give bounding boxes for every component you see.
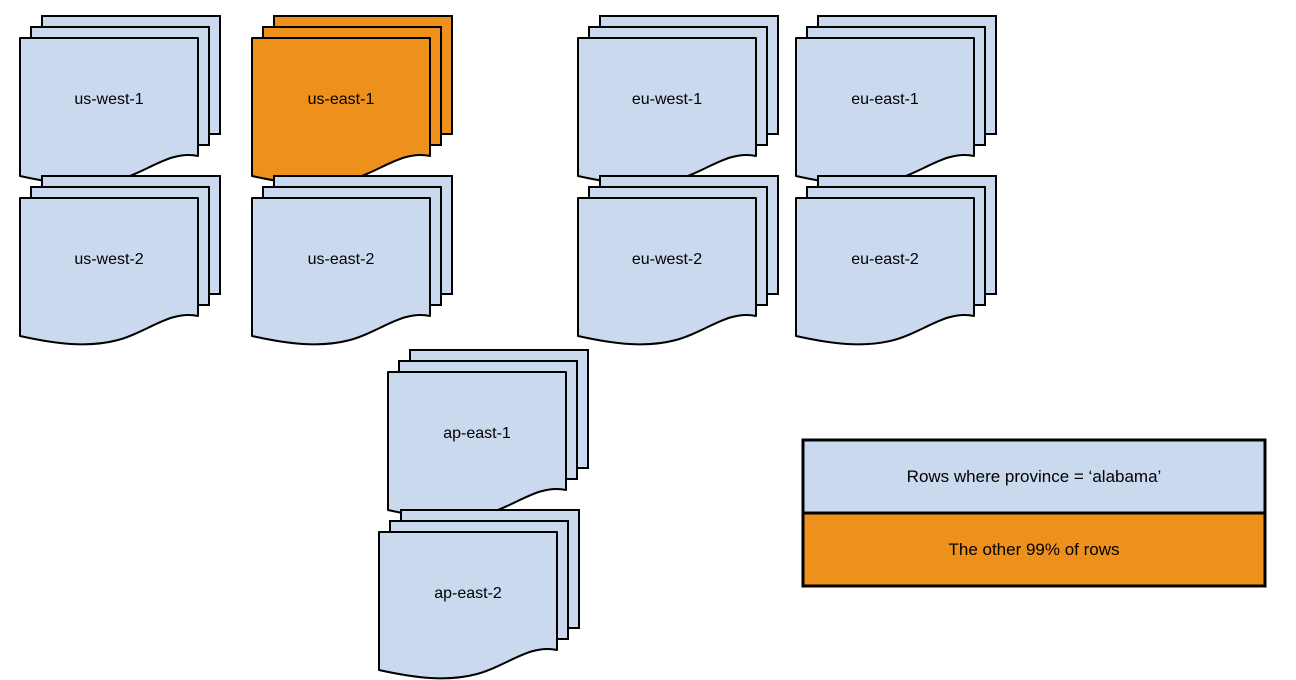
region-stack-us-east-1[interactable]: us-east-1 [251, 15, 453, 186]
region-stack-us-west-2[interactable]: us-west-2 [19, 175, 221, 346]
region-stack-us-east-2[interactable]: us-east-2 [251, 175, 453, 346]
legend-swatch [801, 438, 1267, 515]
stack-front-sheet [795, 37, 975, 186]
region-stack-eu-west-2[interactable]: eu-west-2 [577, 175, 779, 346]
region-stack-label: us-west-2 [74, 251, 143, 268]
legend-swatch [801, 511, 1267, 588]
region-stack-label: ap-east-2 [434, 585, 502, 602]
region-stack-us-west-1[interactable]: us-west-1 [19, 15, 221, 186]
region-stack-label: eu-east-2 [851, 251, 919, 268]
stack-front-sheet [251, 197, 431, 346]
region-stack-ap-east-1[interactable]: ap-east-1 [387, 349, 589, 520]
region-stack-label: ap-east-1 [443, 425, 511, 442]
region-stack-label: eu-east-1 [851, 91, 919, 108]
stack-front-sheet [577, 197, 757, 346]
legend-label: The other 99% of rows [948, 540, 1119, 559]
region-stacks-group: us-west-1 us-east-1 eu-west-1 eu-east-1 us-w… [19, 15, 997, 680]
stack-front-sheet [577, 37, 757, 186]
region-stack-eu-west-1[interactable]: eu-west-1 [577, 15, 779, 186]
legend-row-blue[interactable]: Rows where province = ‘alabama’ [801, 438, 1267, 515]
stack-front-sheet [795, 197, 975, 346]
stack-front-sheet [378, 531, 558, 680]
stack-front-sheet [251, 37, 431, 186]
legend-label: Rows where province = ‘alabama’ [907, 467, 1162, 486]
region-stack-eu-east-1[interactable]: eu-east-1 [795, 15, 997, 186]
region-stack-label: eu-west-1 [632, 91, 702, 108]
stack-front-sheet [19, 197, 199, 346]
region-stack-label: us-east-2 [308, 251, 375, 268]
region-stack-label: us-east-1 [308, 91, 375, 108]
region-stack-eu-east-2[interactable]: eu-east-2 [795, 175, 997, 346]
region-stack-label: us-west-1 [74, 91, 143, 108]
stack-front-sheet [387, 371, 567, 520]
legend-row-orange[interactable]: The other 99% of rows [801, 511, 1267, 588]
region-stack-label: eu-west-2 [632, 251, 702, 268]
stack-front-sheet [19, 37, 199, 186]
legend-group: Rows where province = ‘alabama’ The other… [801, 438, 1267, 588]
region-stack-ap-east-2[interactable]: ap-east-2 [378, 509, 580, 680]
